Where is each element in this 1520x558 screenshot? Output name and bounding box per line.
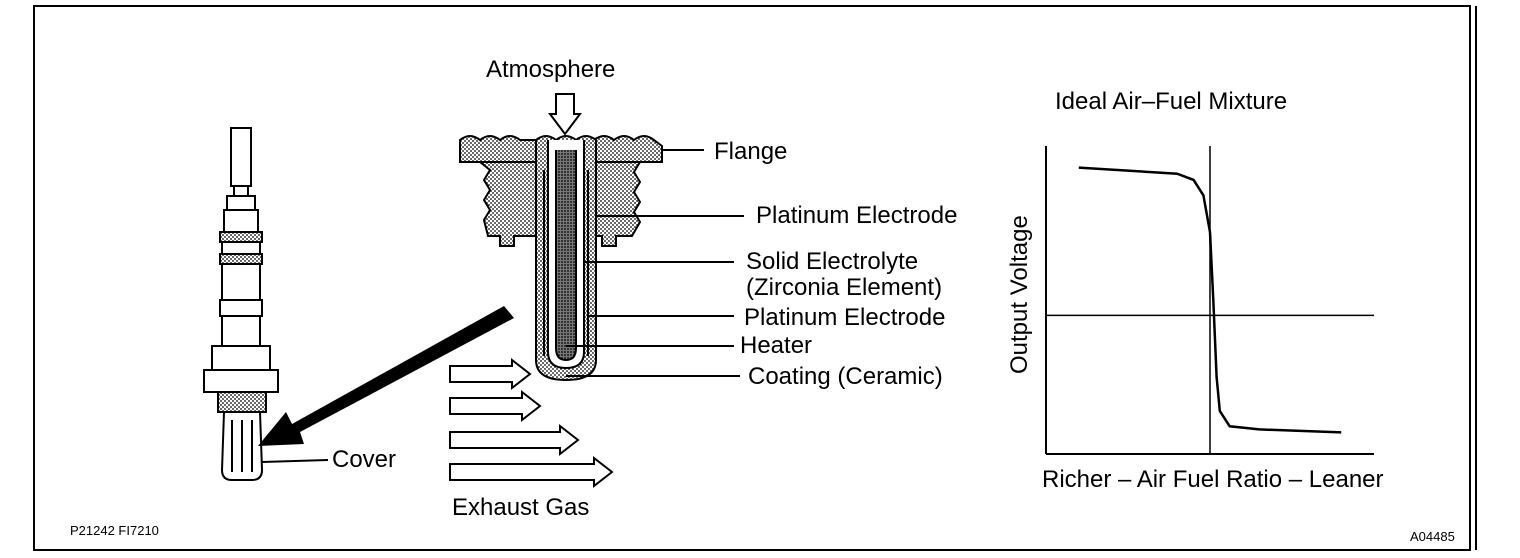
solid-electrolyte-label: Solid Electrolyte bbox=[746, 248, 919, 275]
heater-label: Heater bbox=[740, 332, 813, 359]
chart-title: Ideal Air–Fuel Mixture bbox=[1055, 88, 1288, 115]
sensor-cross-section bbox=[459, 135, 663, 382]
platinum-electrode-bottom-label: Platinum Electrode bbox=[744, 304, 946, 331]
pointer-arrow bbox=[258, 306, 514, 446]
leader-lines bbox=[566, 149, 744, 377]
exhaust-arrow-2 bbox=[449, 389, 542, 423]
x-axis-label: Richer – Air Fuel Ratio – Leaner bbox=[1042, 466, 1384, 493]
voltage-graph bbox=[1045, 146, 1374, 455]
oxygen-sensor-illustration bbox=[203, 127, 279, 481]
cover-label: Cover bbox=[332, 446, 397, 473]
outer-border bbox=[33, 5, 1471, 551]
zirconia-element-label: (Zirconia Element) bbox=[746, 274, 943, 301]
atmosphere-arrow bbox=[548, 93, 582, 136]
exhaust-gas-label: Exhaust Gas bbox=[452, 494, 590, 521]
y-axis-label: Output Voltage bbox=[1006, 215, 1033, 374]
exhaust-arrows bbox=[449, 357, 614, 489]
coating-label: Coating (Ceramic) bbox=[748, 363, 943, 390]
series-line-output-voltage bbox=[1078, 166, 1342, 434]
platinum-electrode-top-label: Platinum Electrode bbox=[756, 202, 958, 229]
reference-code-right: A04485 bbox=[1410, 529, 1455, 544]
reference-code-left: P21242 FI7210 bbox=[70, 523, 159, 538]
exhaust-arrow-3 bbox=[449, 423, 580, 457]
exhaust-arrow-4 bbox=[449, 455, 614, 489]
cover-leader bbox=[261, 459, 329, 463]
flange-label: Flange bbox=[714, 138, 788, 165]
exhaust-arrow-1 bbox=[449, 357, 532, 391]
atmosphere-label: Atmosphere bbox=[486, 56, 616, 83]
